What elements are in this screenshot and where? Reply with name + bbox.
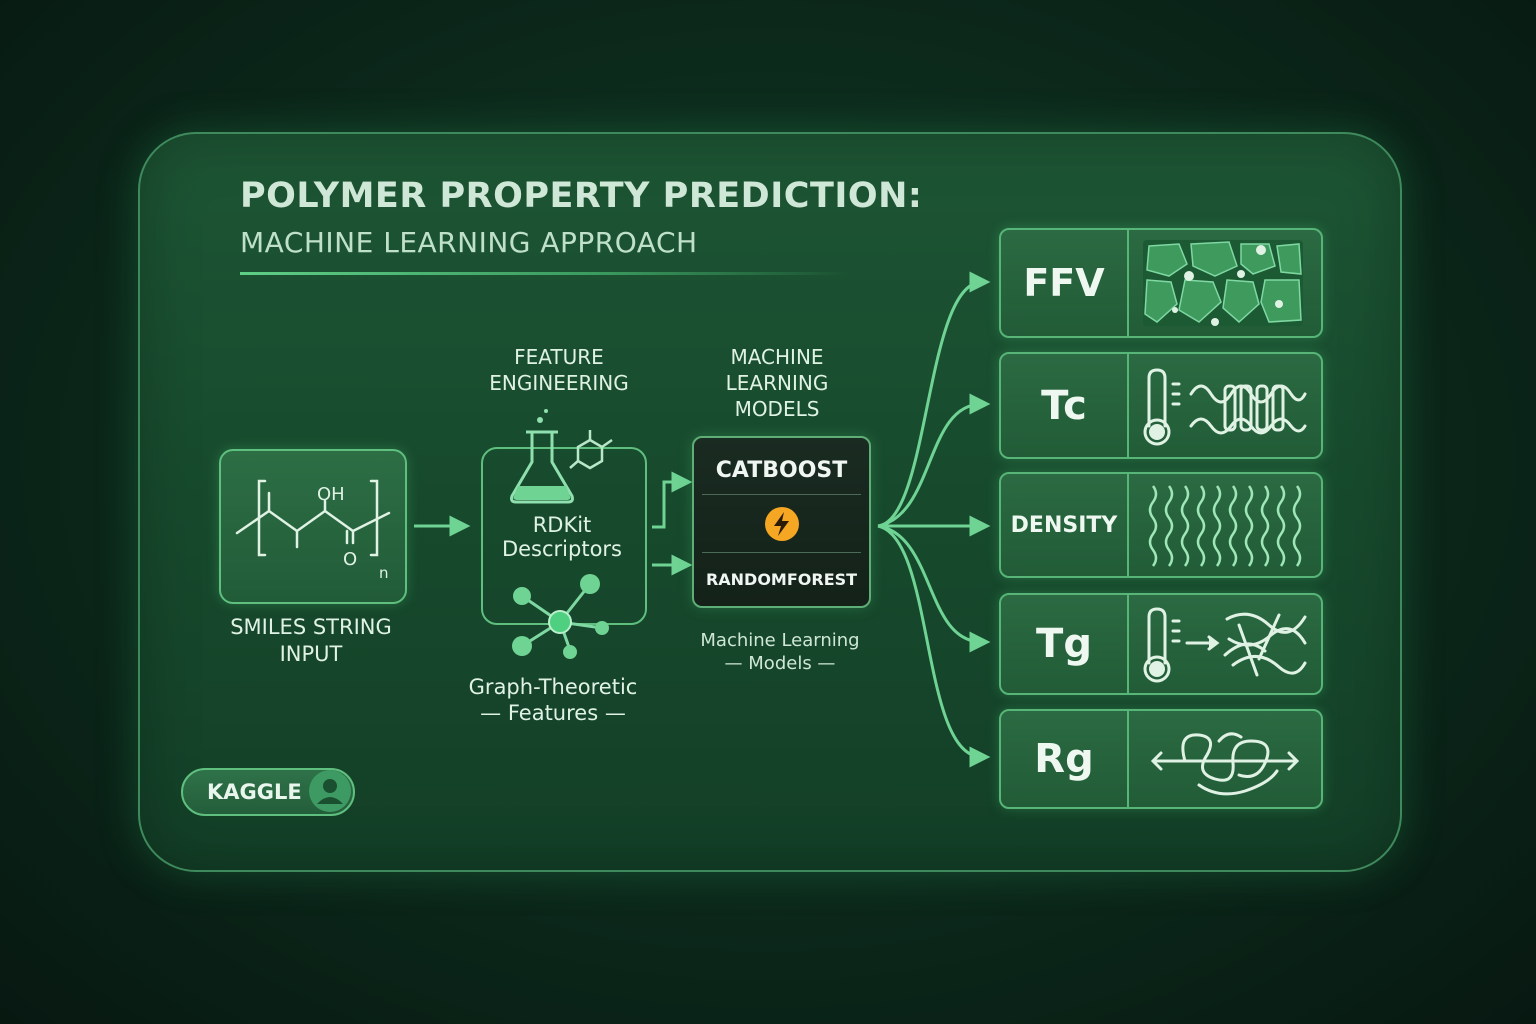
property-card-tg: Tg <box>999 593 1323 695</box>
arrow-to-rg <box>877 524 991 768</box>
coiled-chain-icon <box>1150 732 1300 796</box>
rdkit-descriptors-label: RDKit Descriptors <box>501 513 623 561</box>
packed-chains-icon <box>1148 485 1302 567</box>
repeat-unit-n: n <box>379 564 389 582</box>
lightning-icon <box>765 507 799 541</box>
property-card-tc: Tc <box>999 352 1323 459</box>
kaggle-label: KAGGLE <box>207 780 302 804</box>
property-card-rg: Rg <box>999 709 1323 809</box>
kaggle-badge[interactable]: KAGGLE <box>181 768 355 816</box>
arrow-to-tc <box>877 393 991 528</box>
feature-engineering-heading: FEATURE ENGINEERING <box>489 345 629 395</box>
page-subtitle: MACHINE LEARNING APPROACH <box>240 226 698 259</box>
property-label-rg: Rg <box>1001 711 1129 807</box>
thermometer-transition-icon <box>1143 607 1307 683</box>
arrow-features-to-models-top <box>652 471 693 529</box>
title-underline <box>240 272 850 275</box>
property-card-ffv: FFV <box>999 228 1323 338</box>
ml-models-card: CATBOOST RANDOMFOREST <box>692 436 871 608</box>
polymer-structure-icon: OH O n <box>235 479 391 582</box>
user-avatar-icon <box>309 770 351 812</box>
porous-microstructure-icon <box>1143 240 1303 326</box>
graph-features-label: Graph-Theoretic — Features — <box>468 675 638 725</box>
arrow-to-tg <box>877 524 991 653</box>
arrow-to-ffv <box>877 271 991 528</box>
smiles-label: SMILES STRING INPUT <box>230 615 392 666</box>
property-label-tg: Tg <box>1001 595 1129 693</box>
smiles-structure-card: OH O n <box>219 449 407 604</box>
thermometer-chain-icon <box>1143 368 1307 446</box>
property-card-density: DENSITY <box>999 472 1323 578</box>
carbonyl-label: O <box>343 549 357 570</box>
property-label-density: DENSITY <box>1001 474 1129 576</box>
ml-models-caption: Machine Learning — Models — <box>700 630 860 674</box>
property-label-tc: Tc <box>1001 354 1129 457</box>
catboost-label: CATBOOST <box>715 458 848 483</box>
hydroxyl-label: OH <box>317 484 345 505</box>
randomforest-label: RANDOMFOREST <box>705 570 858 589</box>
property-label-ffv: FFV <box>1001 230 1129 336</box>
ml-models-heading: MACHINE LEARNING MODELS <box>725 345 829 421</box>
page-title: POLYMER PROPERTY PREDICTION: <box>240 176 923 216</box>
